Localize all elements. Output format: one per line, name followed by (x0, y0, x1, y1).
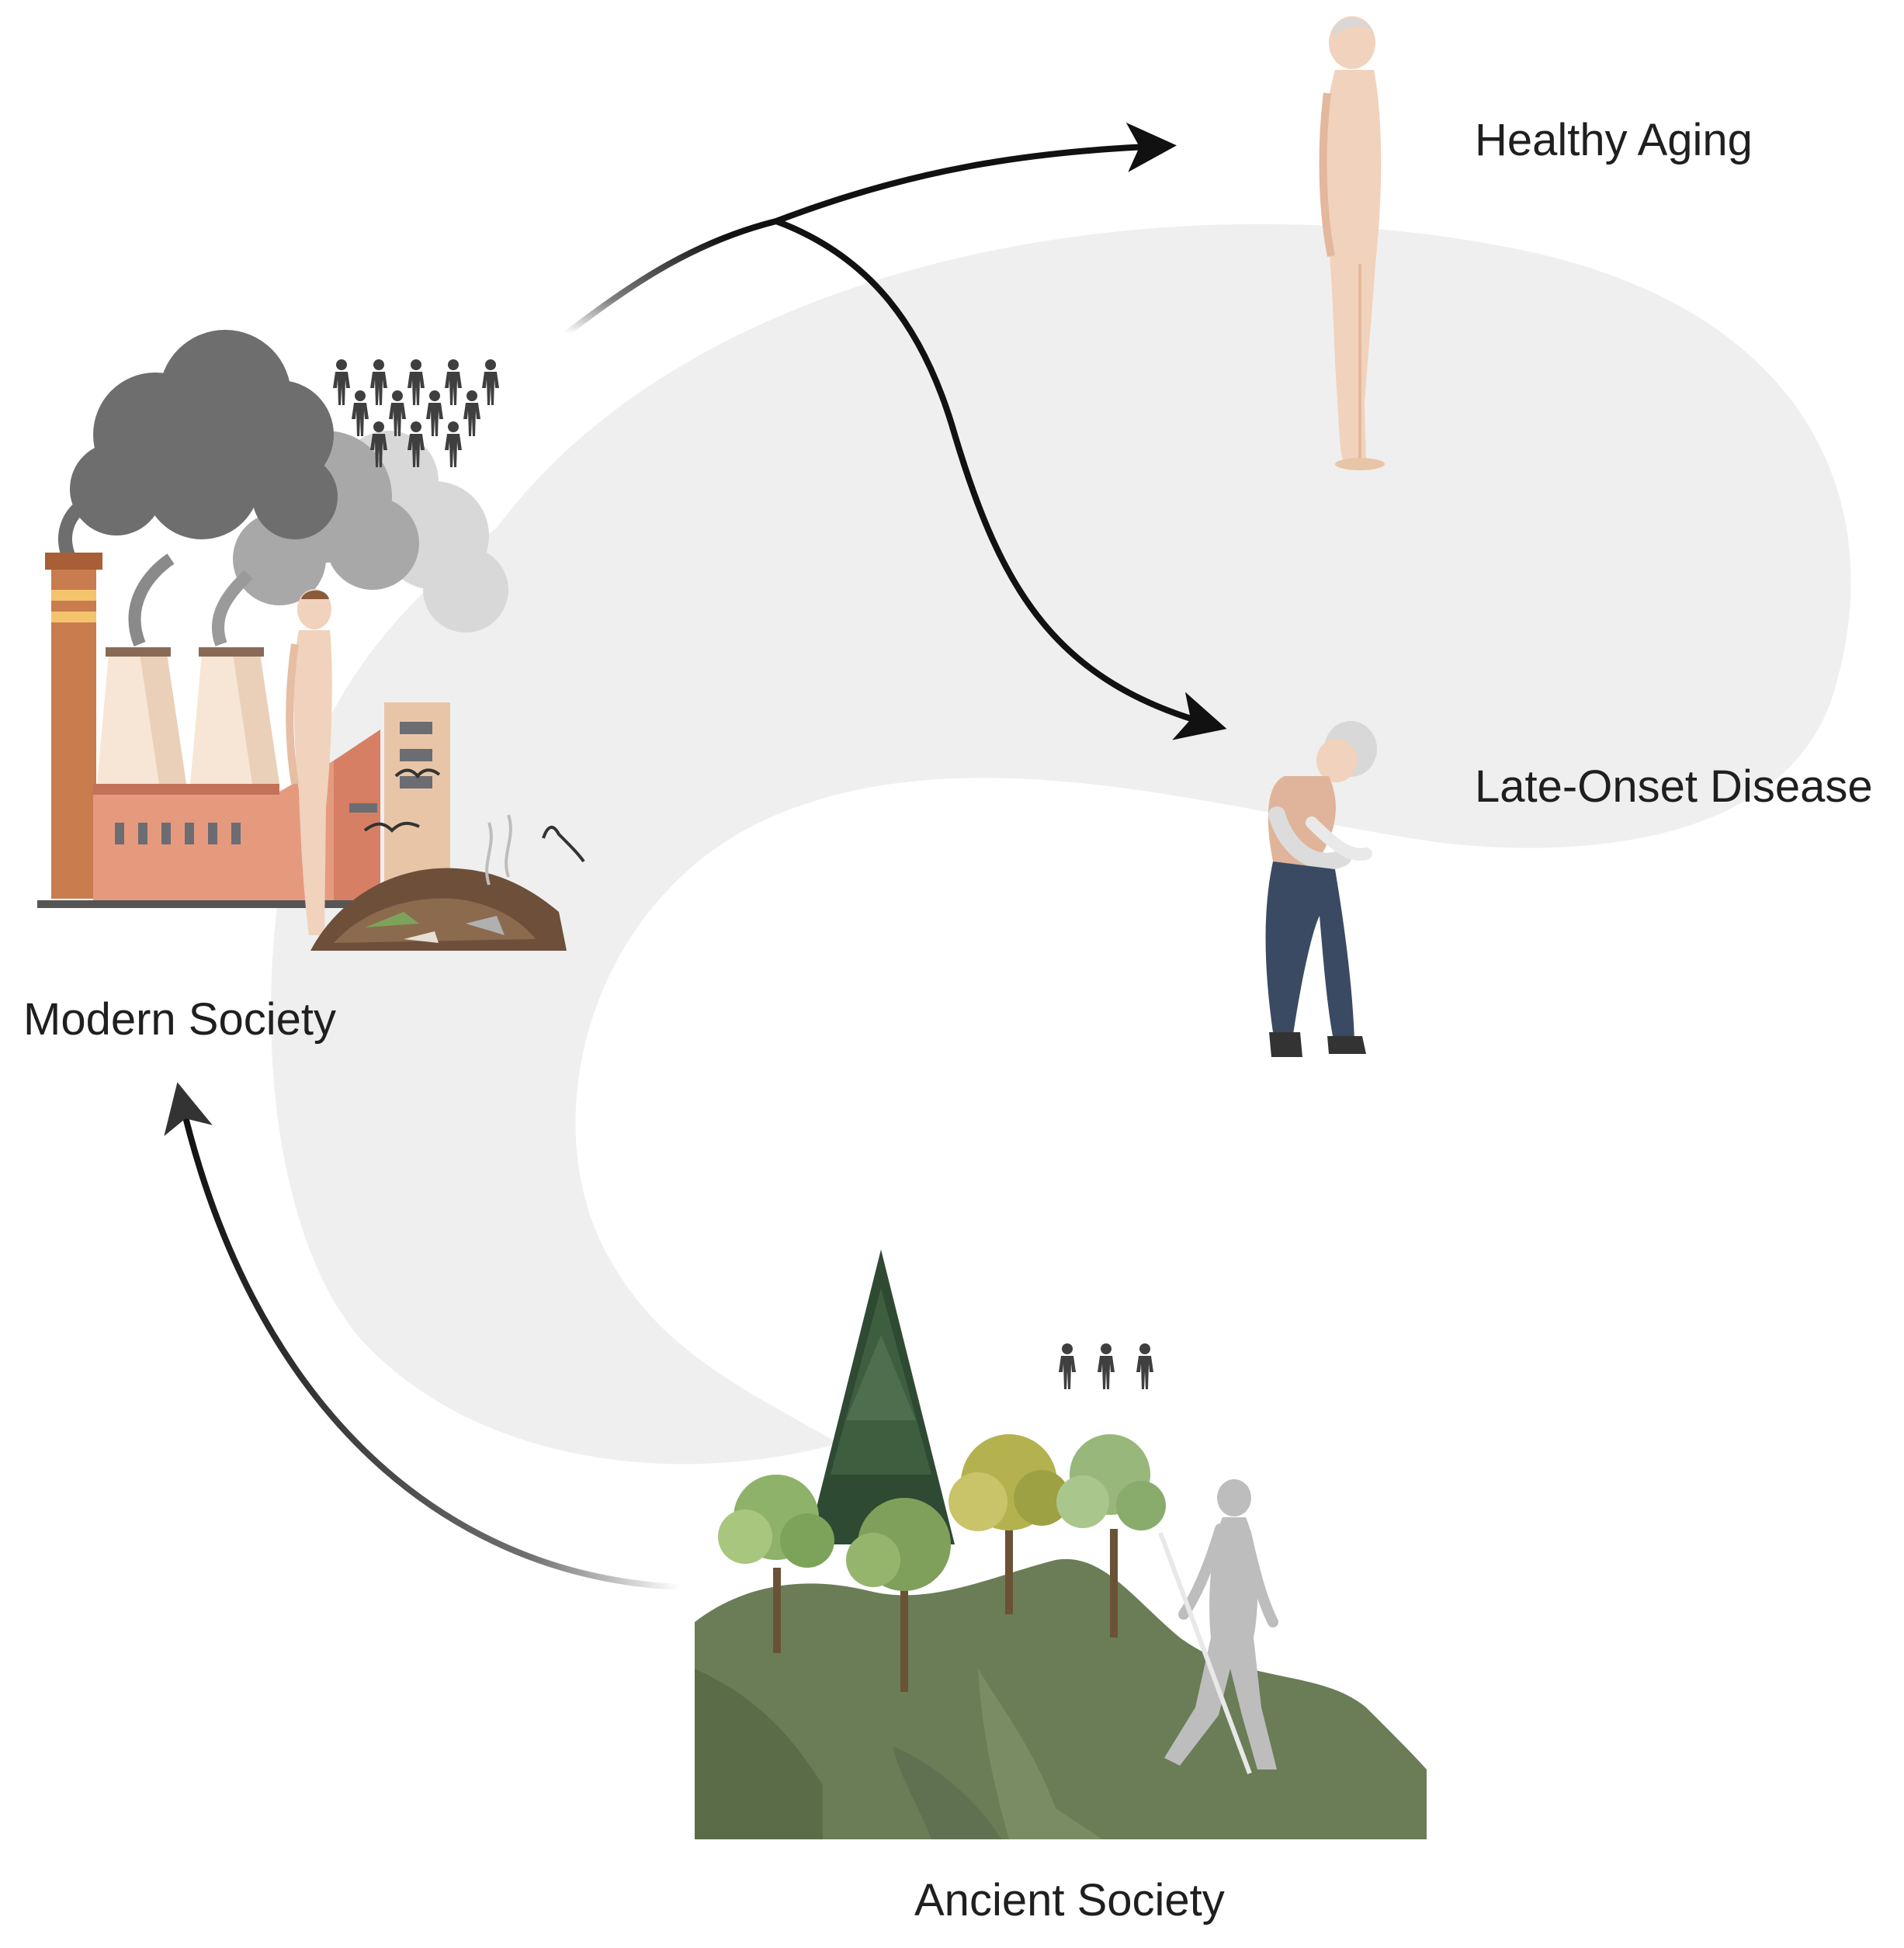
smoke-cloud-icon (58, 330, 508, 646)
arrow-modern-to-branch (564, 218, 779, 337)
modern-man-icon (286, 589, 332, 935)
arrow-to-healthy-aging (775, 122, 1177, 224)
healthy-aging-label: Healthy Aging (1475, 115, 1753, 165)
modern-society-label: Modern Society (23, 994, 336, 1045)
hiker-icon (1158, 1479, 1278, 1775)
arrow-to-late-onset-disease (775, 218, 1227, 740)
ancient-society-label: Ancient Society (914, 1875, 1225, 1925)
factory-icon (37, 553, 450, 908)
forest-hill-icon (695, 1250, 1427, 1839)
late-onset-disease-label: Late-Onset Disease (1475, 761, 1873, 812)
stooped-elder-icon (1265, 721, 1377, 1057)
arrow-ancient-to-modern (164, 1082, 680, 1590)
small-group-icon (1059, 1343, 1153, 1389)
birds-icon (363, 768, 585, 863)
garbage-pile-icon (310, 814, 567, 951)
background-band (271, 224, 1851, 1464)
standing-elder-icon (1319, 16, 1385, 470)
